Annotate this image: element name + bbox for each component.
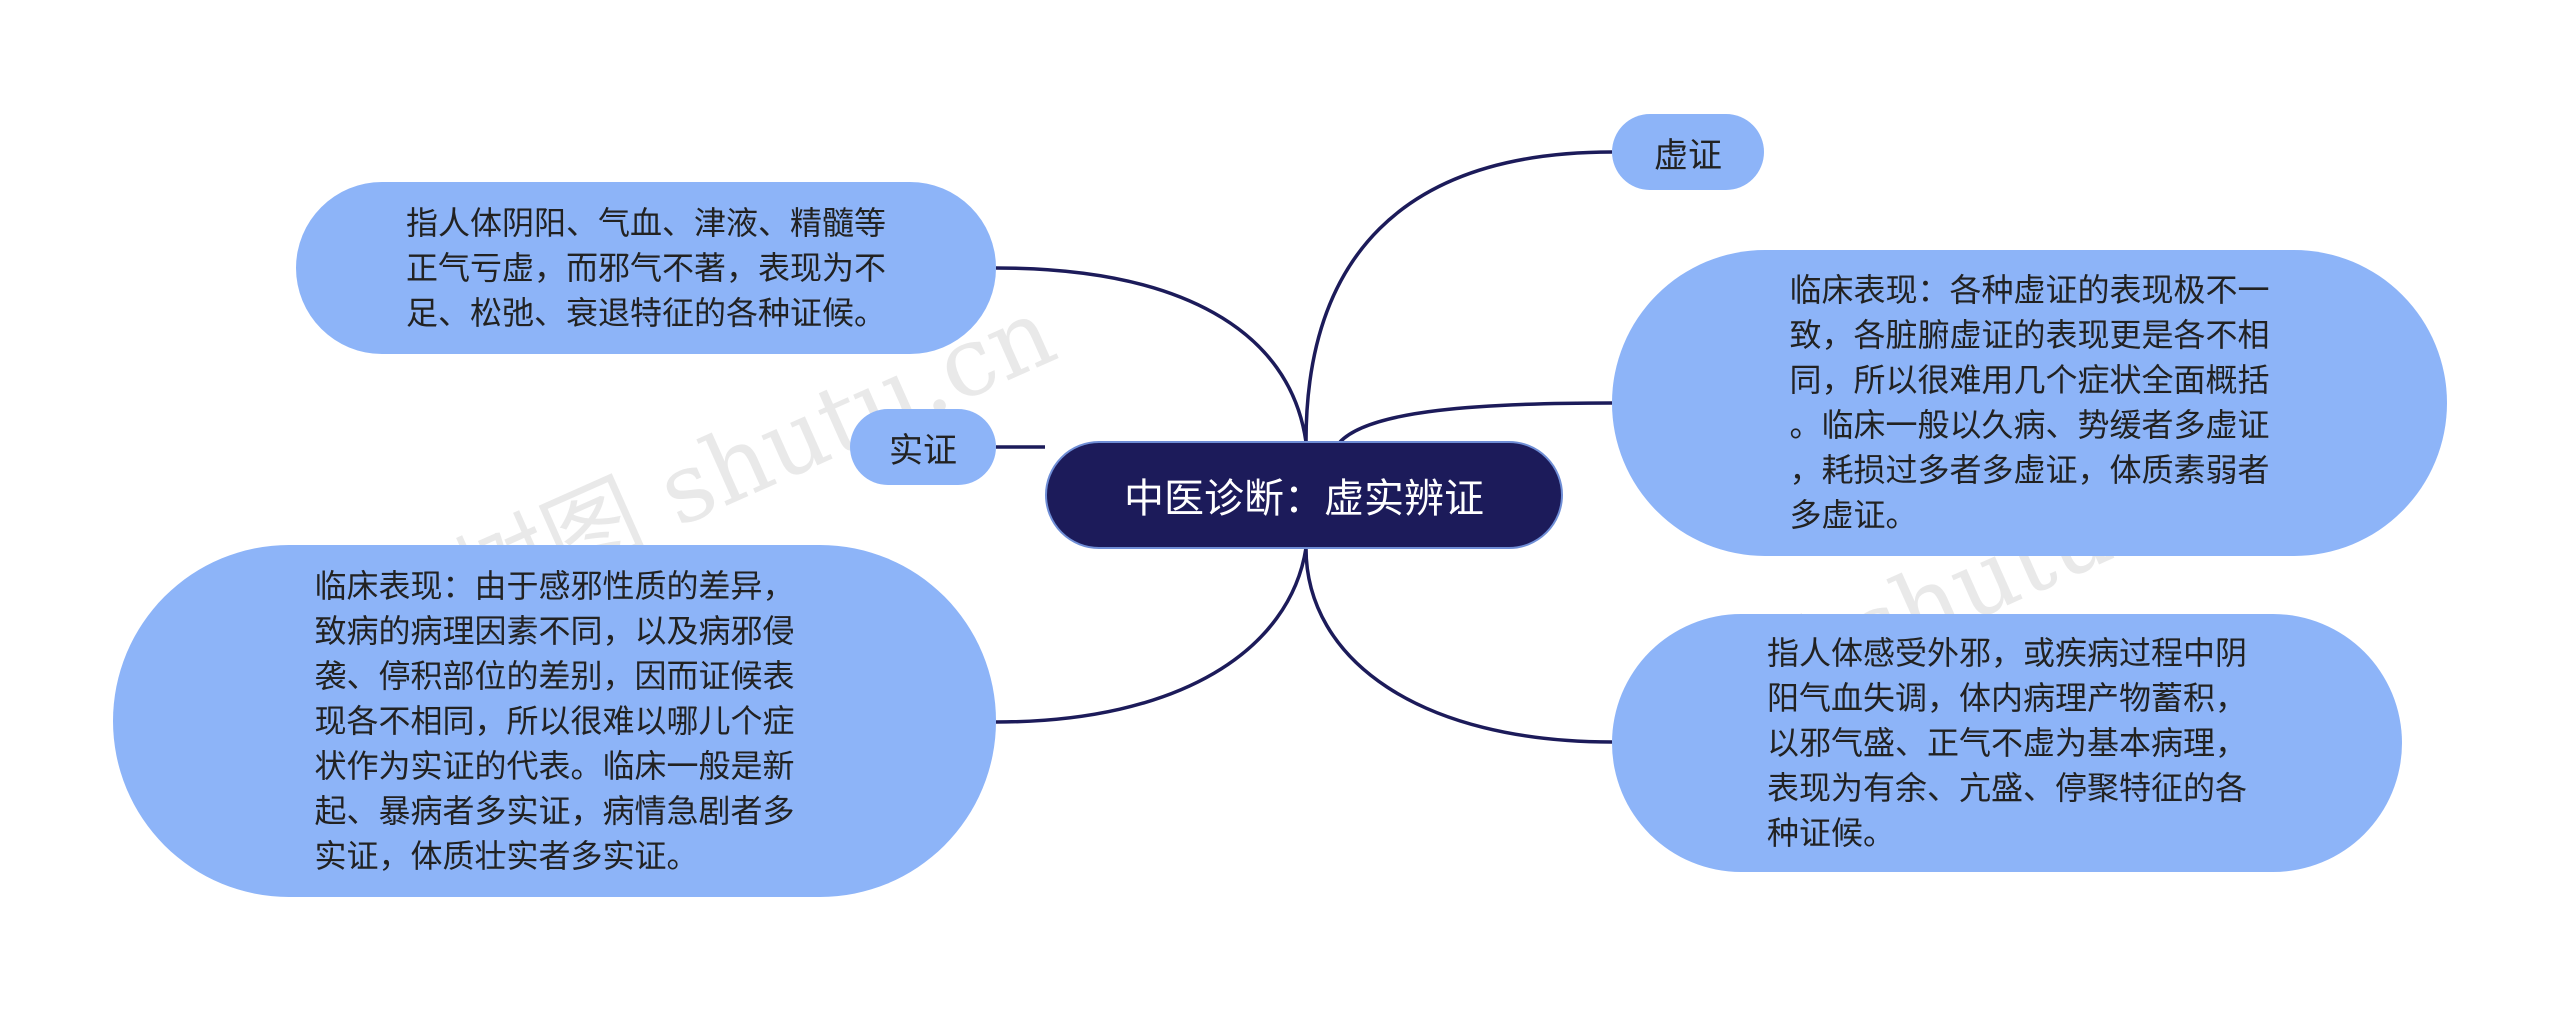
node-xuzheng-clinical[interactable]: 临床表现：各种虚证的表现极不一 致，各脏腑虚证的表现更是各不相 同，所以很难用几…	[1612, 250, 2447, 556]
node-xuzheng-definition-text: 指人体阴阳、气血、津液、精髓等 正气亏虚，而邪气不著，表现为不 足、松弛、衰退特…	[405, 203, 886, 332]
node-shizheng-clinical[interactable]: 临床表现：由于感邪性质的差异， 致病的病理因素不同，以及病邪侵 袭、停积部位的差…	[113, 545, 996, 897]
link-xuzheng-clinical	[1338, 401, 1613, 444]
root-topic-text: 中医诊断：虚实辨证	[1124, 476, 1484, 522]
node-shizheng-definition[interactable]: 指人体感受外邪，或疾病过程中阴 阳气血失调，体内病理产物蓄积， 以邪气盛、正气不…	[1612, 614, 2402, 872]
link-xuzheng-definition	[995, 266, 1308, 443]
link-shizheng-clinical	[995, 547, 1308, 724]
node-xuzheng-definition[interactable]: 指人体阴阳、气血、津液、精髓等 正气亏虚，而邪气不著，表现为不 足、松弛、衰退特…	[296, 182, 996, 354]
node-shizheng-label-text: 实证	[889, 430, 957, 471]
link-xuzheng-label	[1304, 150, 1613, 443]
node-xuzheng-label[interactable]: 虚证	[1612, 114, 1764, 190]
node-xuzheng-clinical-text: 临床表现：各种虚证的表现极不一 致，各脏腑虚证的表现更是各不相 同，所以很难用几…	[1789, 271, 2270, 534]
node-shizheng-definition-text: 指人体感受外邪，或疾病过程中阴 阳气血失调，体内病理产物蓄积， 以邪气盛、正气不…	[1766, 633, 2247, 852]
node-xuzheng-label-text: 虚证	[1654, 135, 1722, 176]
root-topic[interactable]: 中医诊断：虚实辨证	[1045, 441, 1563, 549]
node-shizheng-label[interactable]: 实证	[850, 409, 996, 485]
node-shizheng-clinical-text: 临床表现：由于感邪性质的差异， 致病的病理因素不同，以及病邪侵 袭、停积部位的差…	[314, 566, 795, 875]
link-shizheng-definition	[1304, 547, 1613, 744]
